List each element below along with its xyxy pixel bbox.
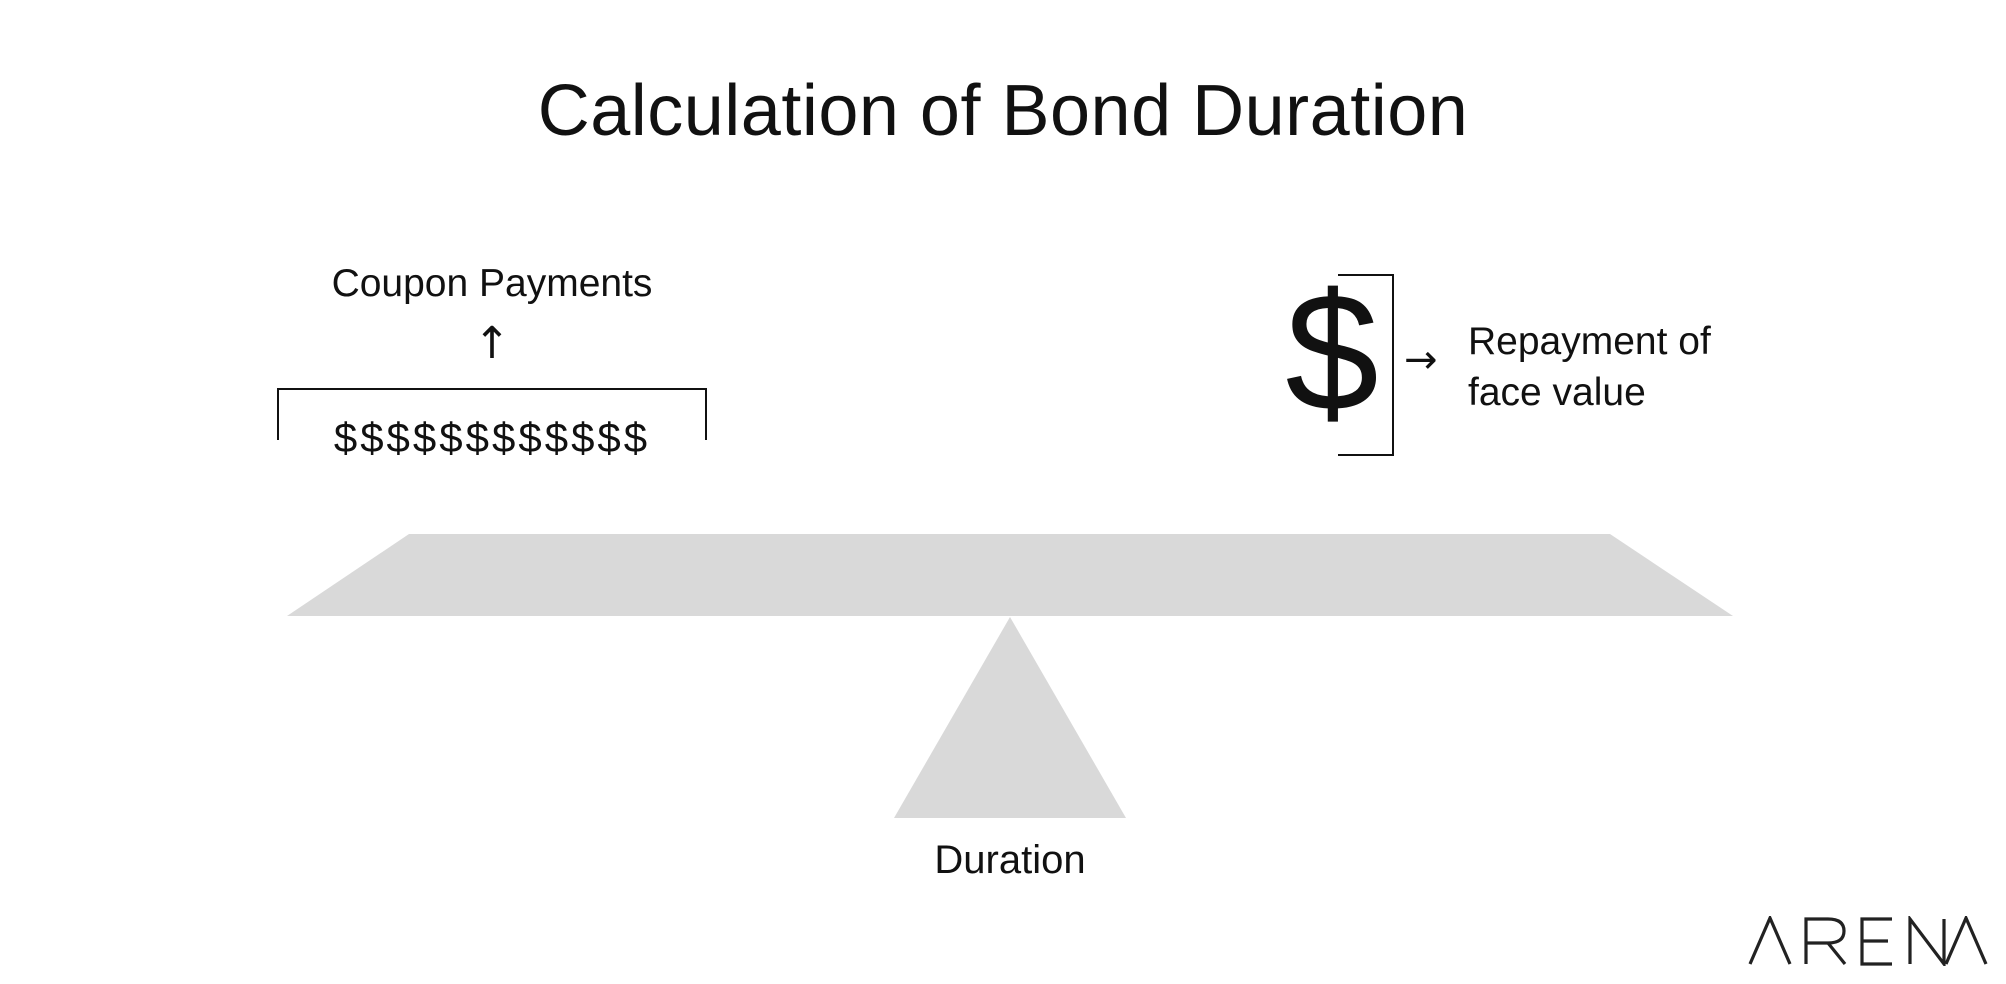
face-value-dollar-icon: $ <box>1285 258 1379 446</box>
repayment-label-line2: face value <box>1468 371 1646 414</box>
duration-label: Duration <box>934 838 1086 882</box>
face-value-bracket <box>1338 274 1394 456</box>
coupon-bracket <box>277 388 707 440</box>
coupon-payments-label: Coupon Payments <box>331 262 653 305</box>
arena-logo <box>1748 916 1988 966</box>
coupon-dollar-signs: $$$$$$$$$$$$ <box>333 414 651 461</box>
right-arrow-icon: → <box>1404 337 1438 383</box>
up-arrow-icon: ↑ <box>473 318 511 369</box>
seesaw-fulcrum <box>894 617 1126 818</box>
repayment-label-line1: Repayment of <box>1468 320 1711 363</box>
repayment-label: Repayment of face value <box>1468 316 1768 418</box>
diagram-title: Calculation of Bond Duration <box>537 71 1469 151</box>
seesaw-plank <box>287 534 1733 616</box>
